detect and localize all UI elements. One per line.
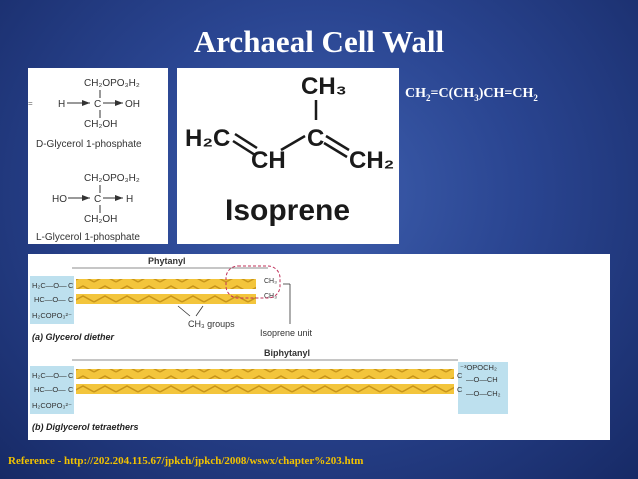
caption-diglycerol-tetraethers: (b) Diglycerol tetraethers — [32, 422, 139, 432]
l-h-label: H — [126, 194, 133, 205]
head-b-h2c-o: H₂C—O— — [32, 371, 67, 380]
biphytanyl-chain-top — [76, 369, 454, 379]
isoprene-ch: CH — [251, 147, 286, 174]
isoprene-formula: CH2=C(CH3)CH=CH2 — [405, 86, 538, 103]
l-ho-label: HO — [52, 194, 67, 205]
head-a-c-top: C — [68, 281, 74, 290]
d-bottom-group: CH₂OH — [84, 119, 117, 130]
head-b-o-ch2: —O—CH₂ — [466, 389, 501, 398]
isoprene-name: Isoprene — [225, 194, 350, 227]
head-b-c-right-top: C — [457, 371, 463, 380]
isoprene-unit-label: Isoprene unit — [260, 328, 313, 338]
biphytanyl-chain-bottom — [76, 384, 454, 394]
lipid-diagram-image: Phytanyl H₂C—O— HC—O— H₂COPO₃²⁻ C C CH₃ … — [28, 254, 610, 440]
head-b-opoch2: ⁻³OPOCH₂ — [460, 363, 497, 372]
isoprene-ch3: CH₃ — [301, 73, 347, 100]
isoprene-ch2: CH₂ — [349, 147, 394, 174]
ch3-end-top: CH₃ — [264, 278, 277, 285]
glycerol-head-b-left — [30, 366, 74, 414]
head-a-h2c-o: H₂C—O— — [32, 281, 67, 290]
lipid-diagram: Phytanyl H₂C—O— HC—O— H₂COPO₃²⁻ C C CH₃ … — [30, 256, 508, 432]
phytanyl-chain-top — [76, 279, 256, 289]
isoprene-h2c: H₂C — [185, 125, 230, 152]
head-b-h2copo3: H₂COPO₃²⁻ — [32, 401, 72, 410]
glycerol-phosphate-image: CH₂OPO₃H₂ H C OH CH₂OH D-Glycerol 1-phos… — [28, 68, 168, 244]
ch3-groups-label: CH₃ groups — [188, 319, 235, 329]
phytanyl-chain-bottom — [76, 294, 256, 304]
reference-text: Reference - http://202.204.115.67/jpkch/… — [8, 455, 364, 467]
d-h-label: H — [58, 99, 65, 110]
isoprene-structure: CH₃ H₂C C CH CH₂ Isoprene — [185, 73, 394, 227]
glycerol-head-a — [30, 276, 74, 324]
d-c-label: C — [94, 99, 101, 110]
svg-text:=: = — [28, 99, 33, 108]
glycerol-head-b-right — [458, 362, 508, 414]
glycerol-phosphate-diagram: CH₂OPO₃H₂ H C OH CH₂OH D-Glycerol 1-phos… — [28, 78, 142, 243]
biphytanyl-label: Biphytanyl — [264, 348, 310, 358]
head-a-c-bottom: C — [68, 295, 74, 304]
head-b-c-top: C — [68, 371, 74, 380]
l-top-group: CH₂OPO₃H₂ — [84, 173, 140, 184]
head-b-c-bottom: C — [68, 385, 74, 394]
head-a-hc-o: HC—O— — [34, 295, 66, 304]
l-c-label: C — [94, 194, 101, 205]
d-oh-label: OH — [125, 99, 140, 110]
isoprene-unit-circle — [225, 265, 281, 299]
l-bottom-group: CH₂OH — [84, 214, 117, 225]
head-a-h2copo3: H₂COPO₃²⁻ — [32, 311, 72, 320]
isoprene-image: CH₃ H₂C C CH CH₂ Isoprene — [177, 68, 399, 244]
slide-title: Archaeal Cell Wall — [193, 24, 445, 59]
head-b-o-ch: —O—CH — [466, 375, 498, 384]
d-glycerol-label: D-Glycerol 1-phosphate — [36, 139, 142, 150]
phytanyl-label: Phytanyl — [148, 256, 186, 266]
caption-glycerol-diether: (a) Glycerol diether — [32, 332, 115, 342]
head-b-c-right-bottom: C — [457, 385, 463, 394]
l-glycerol-label: L-Glycerol 1-phosphate — [36, 232, 140, 243]
isoprene-center-c: C — [307, 125, 324, 152]
head-b-hc-o: HC—O— — [34, 385, 66, 394]
d-top-group: CH₂OPO₃H₂ — [84, 78, 140, 89]
ch3-end-bottom: CH₃ — [264, 293, 277, 300]
